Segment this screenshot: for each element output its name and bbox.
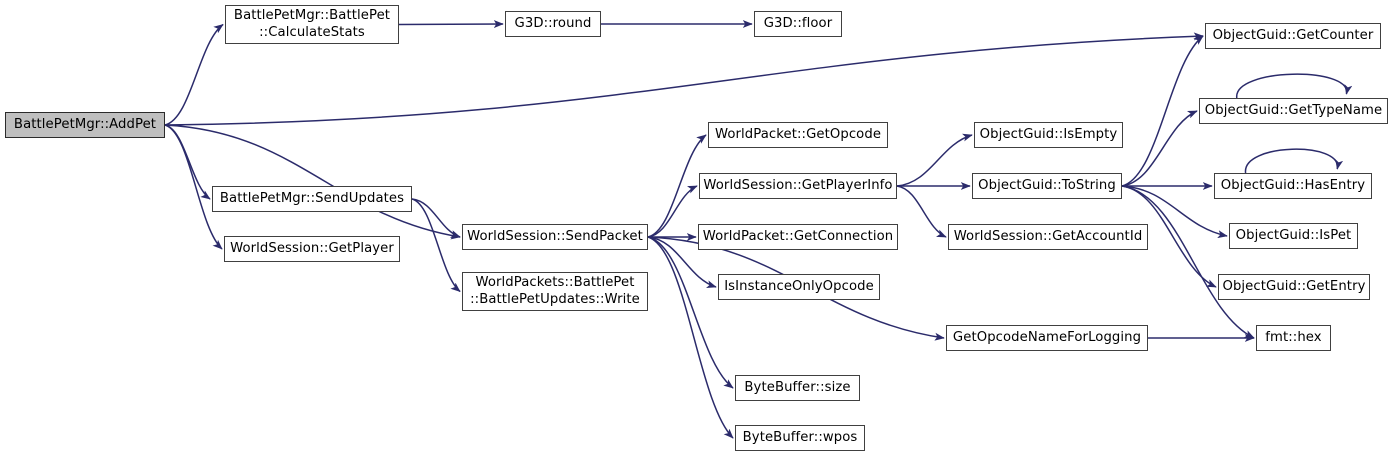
graph-node-label: GetOpcodeNameForLogging: [952, 329, 1142, 345]
graph-node-round[interactable]: G3D::round: [505, 11, 601, 37]
graph-node-label: WorldSession::GetAccountId: [953, 228, 1143, 244]
edge-getplayerinfo-getaccountid: [896, 185, 947, 238]
graph-node-isempty[interactable]: ObjectGuid::IsEmpty: [974, 122, 1123, 148]
graph-node-label: WorldPacket::GetConnection: [702, 228, 894, 244]
graph-node-getaccountid[interactable]: WorldSession::GetAccountId: [948, 224, 1148, 250]
graph-node-label: BattlePetMgr::SendUpdates: [219, 190, 405, 206]
graph-node-label: ByteBuffer::wpos: [742, 429, 858, 445]
edge-sendupdates-sendpacket: [411, 198, 461, 238]
graph-node-isinstonly[interactable]: IsInstanceOnlyOpcode: [718, 274, 880, 300]
edge-addpet-calculatestats: [164, 23, 224, 126]
edge-sendpacket-getplayerinfo: [647, 185, 698, 238]
graph-node-label: WorldPacket::GetOpcode: [714, 126, 882, 142]
edge-gettypename-self: [1236, 73, 1353, 99]
edge-sendpacket-bytebuffersize: [647, 236, 734, 389]
graph-node-calcstats[interactable]: BattlePetMgr::BattlePet ::CalculateStats: [225, 5, 399, 44]
graph-node-label: WorldPackets::BattlePet ::BattlePetUpdat…: [470, 274, 640, 307]
edge-tostring-getcounter: [1121, 35, 1204, 187]
edge-sendpacket-bytebufferwpos: [647, 236, 734, 439]
graph-node-label: WorldSession::GetPlayer: [230, 240, 394, 256]
graph-node-label: ObjectGuid::GetTypeName: [1204, 102, 1383, 118]
graph-node-bbsize[interactable]: ByteBuffer::size: [735, 375, 860, 401]
graph-node-getplayer[interactable]: WorldSession::GetPlayer: [224, 236, 400, 262]
graph-node-ispet[interactable]: ObjectGuid::IsPet: [1229, 223, 1358, 249]
graph-node-label: G3D::round: [514, 15, 592, 31]
graph-node-label: ObjectGuid::GetCounter: [1212, 27, 1374, 43]
graph-node-tostring[interactable]: ObjectGuid::ToString: [972, 173, 1122, 199]
graph-node-getplayerinfo[interactable]: WorldSession::GetPlayerInfo: [699, 173, 897, 199]
graph-node-fmthex[interactable]: fmt::hex: [1256, 325, 1331, 351]
edge-sendpacket-getopcode: [647, 134, 707, 238]
edge-getplayerinfo-isempty: [896, 133, 973, 187]
graph-node-sendpacket[interactable]: WorldSession::SendPacket: [462, 224, 648, 250]
graph-node-getentry[interactable]: ObjectGuid::GetEntry: [1218, 274, 1370, 300]
edge-addpet-sendupdates: [164, 124, 211, 200]
graph-node-label: ObjectGuid::IsEmpty: [979, 126, 1118, 142]
graph-node-bbwpos[interactable]: ByteBuffer::wpos: [735, 425, 865, 451]
graph-node-hasentry[interactable]: ObjectGuid::HasEntry: [1214, 173, 1372, 199]
edge-hasentry-self: [1244, 148, 1344, 174]
edge-tostring-gettypename: [1121, 110, 1198, 187]
graph-node-label: WorldSession::SendPacket: [467, 228, 643, 244]
edge-tostring-fmthex: [1121, 185, 1255, 339]
graph-node-label: ObjectGuid::IsPet: [1235, 227, 1352, 243]
graph-node-gettypename[interactable]: ObjectGuid::GetTypeName: [1199, 98, 1388, 124]
graph-node-label: BattlePetMgr::BattlePet ::CalculateStats: [233, 7, 391, 40]
graph-node-label: ByteBuffer::size: [744, 379, 851, 395]
graph-node-label: ObjectGuid::ToString: [978, 177, 1116, 193]
graph-node-label: BattlePetMgr::AddPet: [13, 116, 157, 132]
graph-node-label: IsInstanceOnlyOpcode: [724, 278, 874, 294]
graph-node-getopcode[interactable]: WorldPacket::GetOpcode: [708, 122, 888, 148]
edge-calculatestats-round: [398, 20, 504, 29]
graph-node-getconnection[interactable]: WorldPacket::GetConnection: [698, 224, 898, 250]
graph-node-floor[interactable]: G3D::floor: [754, 11, 842, 37]
graph-node-opcodename[interactable]: GetOpcodeNameForLogging: [946, 325, 1148, 351]
graph-node-label: G3D::floor: [763, 15, 833, 31]
graph-node-label: ObjectGuid::HasEntry: [1220, 177, 1366, 193]
graph-node-bpwrite[interactable]: WorldPackets::BattlePet ::BattlePetUpdat…: [462, 272, 648, 311]
graph-node-label: fmt::hex: [1265, 329, 1322, 345]
graph-node-label: ObjectGuid::GetEntry: [1222, 278, 1366, 294]
edge-sendupdates-battlepetupdateswrite: [411, 198, 461, 293]
graph-node-label: WorldSession::GetPlayerInfo: [703, 177, 893, 193]
edge-addpet-sendpacket: [164, 124, 461, 240]
edge-addpet-getcounter: [164, 32, 1204, 126]
graph-node-addpet[interactable]: BattlePetMgr::AddPet: [5, 112, 165, 138]
graph-node-sendupdates[interactable]: BattlePetMgr::SendUpdates: [212, 186, 412, 212]
graph-node-getcounter[interactable]: ObjectGuid::GetCounter: [1205, 23, 1381, 49]
